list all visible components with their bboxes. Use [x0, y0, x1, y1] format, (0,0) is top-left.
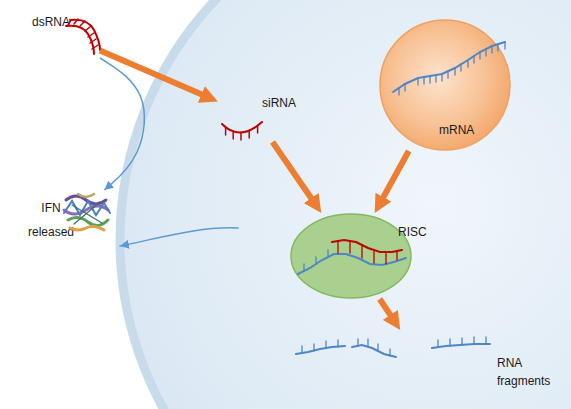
- nucleus-shape: [380, 20, 510, 150]
- risc-sirna: [332, 240, 402, 252]
- signal-arrow: [120, 228, 238, 246]
- process-arrow: [100, 51, 209, 98]
- cell: [120, 0, 571, 409]
- mrna-backbone: [393, 42, 505, 92]
- fragment-1-bases: [302, 340, 338, 353]
- sirna-strand: [222, 122, 262, 140]
- risc-complex-shape: [291, 214, 411, 298]
- sirna-bases: [226, 126, 258, 140]
- protein-helix: [68, 217, 108, 225]
- protein-loop: [78, 194, 94, 197]
- ifn-protein: [64, 194, 110, 230]
- sirna-group: siRNA: [218, 94, 294, 142]
- protein-helix: [66, 196, 106, 204]
- risc-mrna: [298, 254, 406, 274]
- mrna-bases: [399, 42, 505, 95]
- fragment-2: [352, 345, 396, 357]
- dsrna-rungs: [68, 19, 98, 49]
- dsrna-group: dsRNA: [28, 12, 100, 58]
- process-arrow: [273, 142, 316, 205]
- dsrna-strand: [66, 19, 100, 54]
- fragments-group: RNA fragments: [290, 330, 552, 392]
- risc-complex: RISC: [290, 213, 412, 299]
- node-label: dsRNA: [32, 15, 92, 29]
- rna-fragments: [296, 337, 490, 357]
- node-label: mRNA: [439, 123, 483, 137]
- connector-layer: [100, 51, 409, 322]
- risc-sirna-bases: [338, 241, 397, 264]
- protein-helix: [70, 226, 104, 230]
- protein-helix: [64, 206, 108, 214]
- fragment-1: [296, 346, 345, 354]
- process-arrow: [379, 151, 408, 204]
- ifn-group: IFN released: [26, 190, 112, 250]
- mrna-strand: [393, 42, 505, 95]
- node-label: RISC: [398, 225, 438, 239]
- sirna-backbone: [222, 122, 262, 133]
- risc-mrna-bases: [304, 250, 328, 271]
- process-arrow: [380, 299, 395, 322]
- nucleus: mRNA: [379, 19, 511, 151]
- node-label: siRNA: [262, 96, 302, 110]
- protein-strand: [64, 201, 110, 215]
- risc-complex: [298, 240, 406, 274]
- node-label: RNA fragments: [497, 354, 559, 390]
- dsrna-strand-a: [66, 26, 94, 54]
- fragment-3: [432, 344, 490, 348]
- dsrna-strand-b: [70, 20, 100, 50]
- signal-arrow: [100, 58, 144, 190]
- fragment-2-bases: [358, 339, 390, 356]
- risc-complex-outline: [290, 213, 412, 299]
- node-label: IFN released: [26, 196, 76, 244]
- protein-chain: [72, 202, 102, 224]
- fragment-3-bases: [438, 337, 486, 347]
